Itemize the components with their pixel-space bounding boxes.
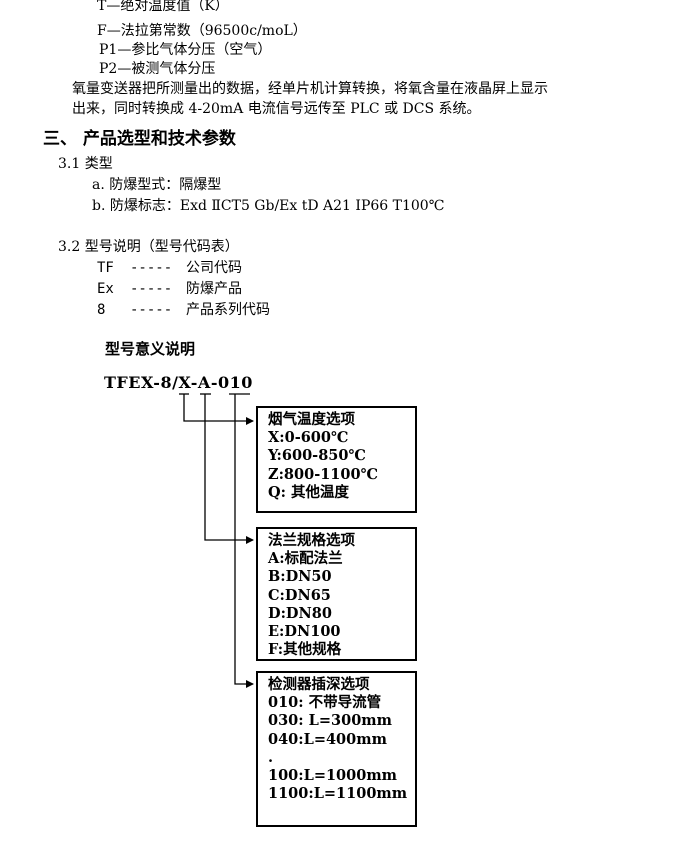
subsection-3-1-title: 3.1 类型 — [58, 156, 113, 172]
box-item: 1100:L=1100mm — [268, 785, 408, 803]
box-item: E:DN100 — [268, 623, 341, 641]
explosion-proof-type: a. 防爆型式：隔爆型 — [92, 177, 222, 193]
code-row-code: 8 — [97, 302, 106, 318]
code-row-dash: ----- — [130, 260, 173, 276]
box-title: 检测器插深选项 — [268, 676, 370, 693]
box-item: A:标配法兰 — [268, 550, 343, 568]
code-row-desc: 公司代码 — [186, 260, 242, 276]
diagram-title: 型号意义说明 — [105, 340, 196, 358]
box-item: F:其他规格 — [268, 641, 342, 659]
box-item: D:DN80 — [268, 604, 332, 622]
explosion-proof-mark: b. 防爆标志：Exd ⅡCT5 Gb/Ex tD A21 IP66 T100℃ — [92, 198, 445, 214]
box-item: 030: L=300mm — [268, 712, 392, 730]
definition-t: T—绝对温度值（K） — [97, 0, 229, 14]
box-item: X:0-600℃ — [268, 429, 349, 447]
box-item: Z:800-1100℃ — [268, 465, 378, 483]
box-item: . — [268, 748, 274, 766]
code-row-desc: 防爆产品 — [186, 281, 242, 297]
flange-spec-box: 法兰规格选项 A:标配法兰 B:DN50 C:DN65 D:DN80 E:DN1… — [256, 527, 417, 661]
box-item: 040:L=400mm — [268, 730, 387, 748]
code-row-code: TF — [97, 260, 114, 276]
box-title: 烟气温度选项 — [268, 411, 355, 428]
code-row-dash: ----- — [130, 281, 173, 297]
paragraph-line-2: 出来，同时转换成 4-20mA 电流信号远传至 PLC 或 DCS 系统。 — [72, 101, 481, 117]
paragraph-line-1: 氧量变送器把所测量出的数据，经单片机计算转换，将氧含量在液晶屏上显示 — [72, 81, 548, 97]
box-item: Y:600-850℃ — [268, 447, 366, 465]
definition-p2: P2—被测气体分压 — [99, 61, 216, 77]
code-row-code: Ex — [97, 281, 114, 297]
section-heading: 三、 产品选型和技术参数 — [43, 129, 236, 149]
box-item: B:DN50 — [268, 568, 332, 586]
flue-gas-temperature-box: 烟气温度选项 X:0-600℃ Y:600-850℃ Z:800-1100℃ Q… — [256, 406, 417, 513]
box-item: 010: 不带导流管 — [268, 694, 382, 712]
box-item: Q: 其他温度 — [268, 483, 350, 501]
definition-f: F—法拉第常数（96500c/moL） — [97, 23, 307, 39]
code-row-desc: 产品系列代码 — [186, 302, 270, 318]
box-item: 100:L=1000mm — [268, 767, 398, 785]
code-row-dash: ----- — [130, 302, 173, 318]
definition-p1: P1—参比气体分压（空气） — [99, 42, 272, 58]
probe-depth-box: 检测器插深选项 010: 不带导流管 030: L=300mm 040:L=40… — [256, 671, 417, 827]
model-code: TFEX-8/X-A-010 — [104, 373, 253, 392]
subsection-3-2-title: 3.2 型号说明（型号代码表） — [58, 239, 239, 255]
box-title: 法兰规格选项 — [268, 532, 355, 549]
box-item: C:DN65 — [268, 586, 331, 604]
